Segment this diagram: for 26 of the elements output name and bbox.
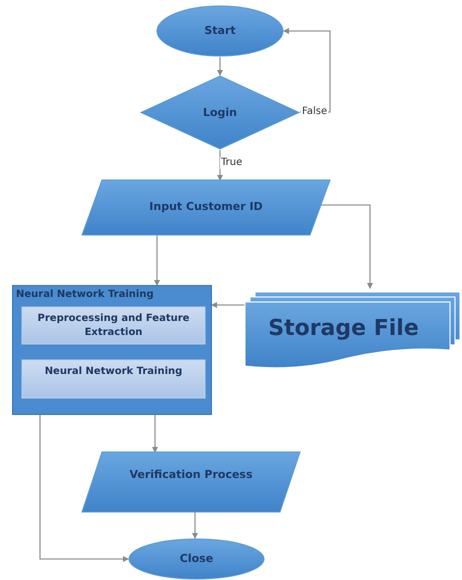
node-label: Start: [203, 24, 237, 38]
end-terminator: [128, 538, 265, 580]
node-label: Login: [202, 106, 238, 120]
node-label: Neural Network Training: [44, 365, 184, 379]
arrow: [154, 235, 160, 286]
process-box: [22, 307, 205, 344]
node-label: Neural Network Training: [16, 288, 155, 302]
node-label: Preprocessing and Feature Extraction: [36, 312, 190, 340]
arrow: [321, 204, 373, 289]
arrow: [152, 415, 158, 453]
process-parallelogram: [82, 452, 300, 512]
node-label: Input Customer ID: [148, 200, 264, 214]
edge-label: True: [220, 157, 244, 169]
arrow: [192, 512, 198, 539]
node-label: Verification Process: [128, 468, 254, 482]
node-label: Close: [178, 552, 214, 566]
process-container: [12, 285, 212, 415]
process-box: [22, 360, 205, 398]
arrow: [39, 415, 129, 562]
arrow: [211, 302, 245, 308]
decision-diamond: [140, 75, 300, 150]
arrow: [217, 150, 223, 181]
arrow: [217, 57, 223, 76]
start-terminator: [156, 5, 284, 57]
node-label: Storage File: [267, 316, 420, 342]
input-parallelogram: [82, 180, 330, 235]
